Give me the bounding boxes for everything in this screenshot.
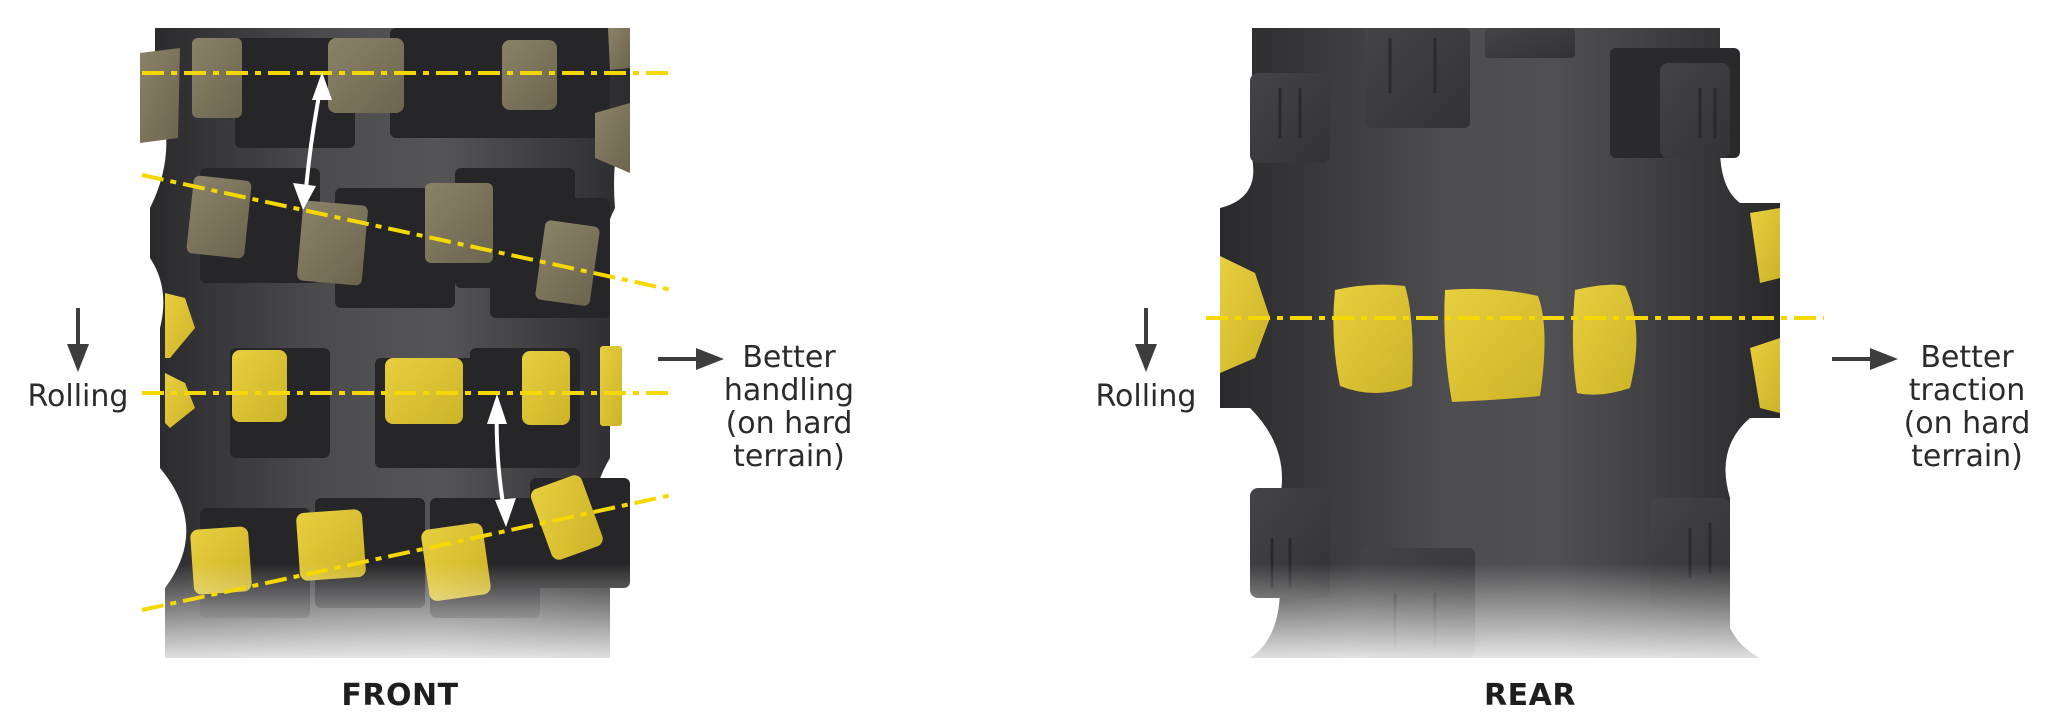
arrow-right-icon [1832, 348, 1898, 370]
front-rolling-label: Rolling [18, 308, 138, 414]
rear-tire-panel: Rolling Better traction (on hard terrain… [1024, 0, 2048, 727]
benefit-line-1: Better [1920, 340, 2014, 375]
double-headed-arrow-icon [487, 394, 516, 527]
benefit-line-2: handling [723, 373, 855, 408]
rolling-text: Rolling [27, 379, 129, 414]
front-benefit-text: Better handling (on hard terrain) [714, 341, 864, 473]
arrow-down-icon [1135, 308, 1157, 372]
front-caption: FRONT [341, 678, 459, 713]
rear-rolling-label-visible: Rolling [1086, 308, 1206, 414]
rear-guide-lines [1206, 316, 1824, 320]
rear-benefit-text: Better traction (on hard terrain) [1892, 341, 2042, 473]
rear-caption: REAR [1484, 678, 1576, 713]
benefit-line-3: (on hard [1903, 406, 2031, 441]
double-headed-arrow-icon [293, 72, 332, 210]
benefit-line-4: terrain) [1911, 439, 2023, 474]
benefit-line-3: (on hard [725, 406, 853, 441]
guide-line-diagonal-lower [141, 493, 673, 612]
guide-line-diagonal-upper [141, 173, 673, 292]
arrow-down-icon [67, 308, 89, 372]
benefit-line-2: traction [1908, 373, 2026, 408]
arrow-right-icon [658, 348, 724, 370]
front-tire-panel: Rolling Better handling (on hard terrain… [18, 28, 864, 713]
benefit-line-4: terrain) [733, 439, 845, 474]
rolling-text: Rolling [1095, 379, 1197, 414]
front-guide-lines [141, 71, 673, 612]
front-tire-illustration [140, 28, 680, 658]
benefit-line-1: Better [742, 340, 836, 375]
